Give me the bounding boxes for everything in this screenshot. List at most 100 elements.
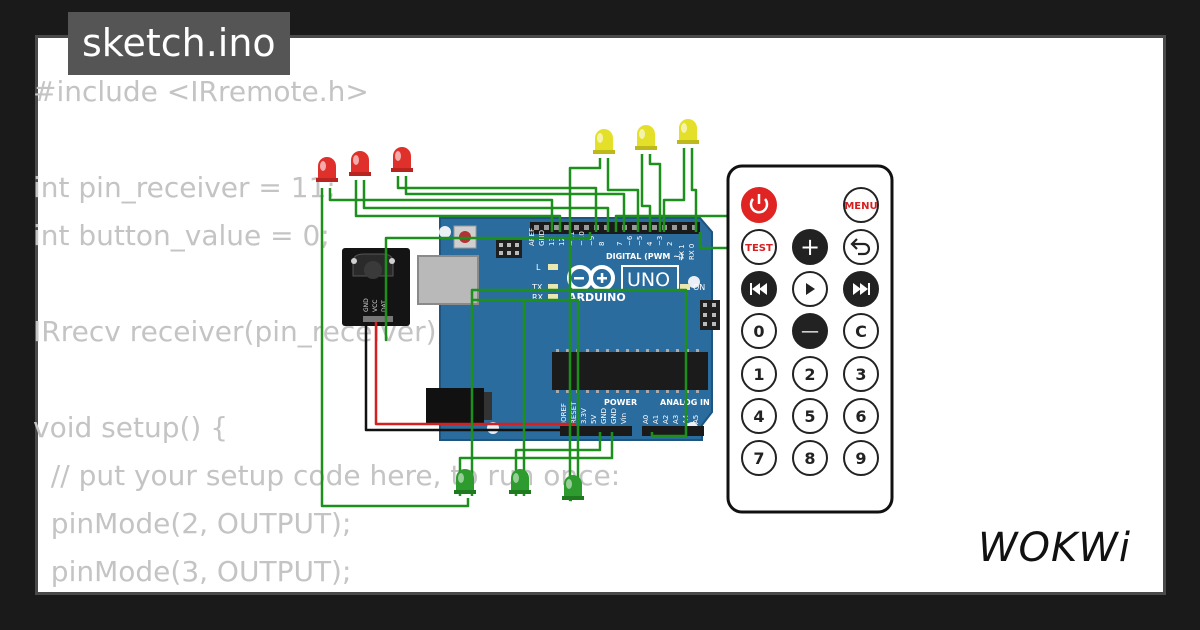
code-line: pinMode(2, OUTPUT); [33, 507, 352, 540]
remote-rewind-button[interactable] [741, 271, 777, 307]
led-on-label: ON [693, 283, 705, 292]
remote-button-label: MENU [844, 201, 877, 212]
ir-pin-label: VCC [372, 300, 379, 312]
pin-label: A0 [642, 415, 650, 424]
led-rx-label: RX [532, 293, 544, 302]
ir-remote[interactable]: MENU TEST + [726, 164, 894, 514]
remote-button-8[interactable]: 8 [792, 440, 828, 476]
remote-button-5[interactable]: 5 [792, 398, 828, 434]
digital-label: DIGITAL (PWM ~) [606, 252, 684, 261]
remote-play-button[interactable] [792, 271, 828, 307]
power-icon [749, 194, 769, 214]
fast-forward-icon [853, 283, 870, 295]
code-editor[interactable]: #include <IRremote.h> int pin_receiver =… [33, 68, 620, 596]
pin-label: 5V [590, 415, 598, 424]
pin-label: TX 1 [678, 244, 686, 261]
remote-button-label: TEST [745, 243, 773, 254]
pin-label: ~9 [588, 236, 596, 246]
ir-pin-label: GND [363, 298, 370, 312]
remote-plus-button[interactable]: + [792, 229, 828, 265]
arduino-brand-text: ARDUINO [568, 291, 626, 304]
led-tx-label: TX [531, 283, 543, 292]
pin-label: Vin [620, 413, 628, 424]
remote-back-button[interactable] [843, 229, 879, 265]
pin-label: 4 [646, 241, 654, 246]
remote-button-label: 4 [753, 407, 764, 426]
remote-button-label: 1 [753, 365, 764, 384]
remote-button-label: 8 [804, 449, 815, 468]
microcontroller-chip [552, 352, 708, 390]
analog-header[interactable] [642, 426, 704, 436]
pin-label: GND [600, 408, 608, 424]
play-icon [806, 283, 815, 295]
pin-label: GND [610, 408, 618, 424]
code-line: int button_value = 0; [33, 219, 330, 252]
led-green-1[interactable] [454, 469, 476, 494]
pin-label: A2 [662, 415, 670, 424]
pin-label: 2 [666, 242, 674, 246]
uno-logo-text: UNO [627, 269, 670, 291]
remote-button-9[interactable]: 9 [843, 440, 879, 476]
pin-label: A1 [652, 415, 660, 424]
pin-label: A5 [692, 415, 700, 424]
pin-label: RESET [570, 401, 578, 424]
led-green-3[interactable] [562, 475, 584, 500]
power-jack [426, 388, 484, 424]
code-line: void setup() { [33, 411, 229, 444]
pin-label: IOREF [560, 403, 568, 424]
remote-test-button[interactable]: TEST [741, 229, 777, 265]
rewind-icon [750, 283, 767, 295]
led-l-label: L [536, 263, 541, 272]
power-header[interactable] [560, 426, 632, 436]
led-yellow-3[interactable] [677, 119, 699, 144]
remote-button-label: C [855, 322, 867, 341]
pin-label: A3 [672, 415, 680, 424]
remote-power-button[interactable] [741, 187, 777, 223]
code-line: // put your setup code here, to run once… [33, 459, 621, 492]
ir-pin-label: DAT [381, 300, 388, 312]
remote-button-4[interactable]: 4 [741, 398, 777, 434]
file-name-tab[interactable]: sketch.ino [68, 12, 290, 75]
code-line: #include <IRremote.h> [33, 75, 369, 108]
remote-button-6[interactable]: 6 [843, 398, 879, 434]
pin-label: 7 [616, 242, 624, 246]
pin-label: RX 0 [688, 244, 696, 260]
remote-button-label: 5 [804, 407, 815, 426]
remote-button-label: 0 [753, 322, 764, 341]
led-red-3[interactable] [391, 147, 413, 172]
remote-button-0[interactable]: 0 [741, 313, 777, 349]
remote-button-1[interactable]: 1 [741, 356, 777, 392]
pin-label: ~3 [656, 236, 664, 246]
remote-button-2[interactable]: 2 [792, 356, 828, 392]
remote-button-label: 2 [804, 365, 815, 384]
wokwi-logo: WOKWi [978, 525, 1131, 571]
code-line: pinMode(3, OUTPUT); [33, 555, 352, 588]
pin-label: ~5 [636, 236, 644, 246]
remote-button-label: 9 [855, 449, 866, 468]
remote-menu-button[interactable]: MENU [843, 187, 879, 223]
pin-label: 13 [548, 237, 556, 246]
led-red-2[interactable] [349, 151, 371, 176]
back-arrow-icon [850, 238, 871, 256]
remote-c-button[interactable]: C [843, 313, 879, 349]
code-line: int pin_receiver = 11; [33, 171, 336, 204]
remote-button-label: 6 [855, 407, 866, 426]
remote-button-label: — [801, 321, 819, 342]
led-red-1[interactable] [316, 157, 338, 182]
ir-receiver-module[interactable]: GND VCC DAT [342, 248, 410, 326]
remote-minus-button[interactable]: — [792, 313, 828, 349]
power-label: POWER [604, 398, 637, 407]
led-yellow-2[interactable] [635, 125, 657, 150]
remote-button-3[interactable]: 3 [843, 356, 879, 392]
pin-label: 12 [558, 237, 566, 246]
led-yellow-1[interactable] [593, 129, 615, 154]
remote-button-label: 7 [753, 449, 764, 468]
remote-fast-forward-button[interactable] [843, 271, 879, 307]
pin-label: 3.3V [580, 408, 588, 424]
remote-button-label: + [800, 233, 820, 261]
remote-button-7[interactable]: 7 [741, 440, 777, 476]
pin-label: 8 [598, 242, 606, 246]
led-green-2[interactable] [509, 469, 531, 494]
usb-port [417, 255, 479, 305]
